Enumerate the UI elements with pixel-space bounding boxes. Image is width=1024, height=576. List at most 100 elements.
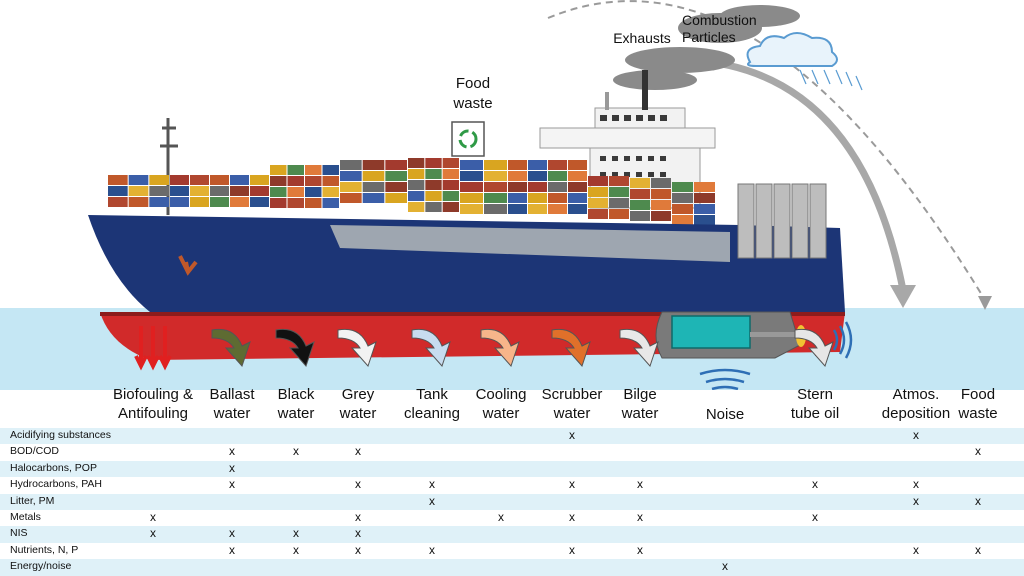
container: [508, 204, 527, 214]
matrix-mark-food: x: [975, 493, 981, 508]
container: [362, 182, 385, 192]
container: [230, 197, 249, 207]
container: [630, 200, 650, 210]
container: [484, 193, 507, 203]
container: [322, 176, 339, 186]
container: [609, 187, 629, 197]
engine-room: [655, 311, 801, 359]
container: [508, 182, 527, 192]
container: [270, 176, 287, 186]
black-pathway-label: Black water: [277, 386, 315, 422]
matrix-mark-ballast: x: [229, 477, 235, 492]
scrubber-pathway-label: Scrubber water: [541, 386, 603, 422]
container: [425, 191, 442, 201]
container: [128, 175, 149, 185]
container: [609, 176, 629, 186]
rain-cloud-icon: [746, 32, 863, 91]
tank-arrow: [411, 328, 451, 367]
matrix-mark-bilge: x: [637, 542, 643, 557]
container: [385, 193, 407, 203]
container: [149, 197, 169, 207]
container: [694, 182, 715, 192]
container: [460, 182, 483, 192]
container: [568, 193, 587, 203]
combustion-particles-label: Combustion Particles: [682, 12, 757, 45]
container: [322, 187, 339, 197]
stern-arrow: [794, 328, 834, 367]
container: [340, 193, 362, 203]
container: [568, 171, 587, 181]
stern-noise-waves: [832, 321, 853, 359]
matrix-mark-stern: x: [812, 477, 818, 492]
container: [651, 200, 671, 210]
container: [630, 211, 650, 221]
grey-arrow: [337, 328, 377, 367]
matrix-mark-ballast: x: [229, 460, 235, 475]
matrix-mark-grey: x: [355, 526, 361, 541]
matrix-mark-ballast: x: [229, 526, 235, 541]
container: [190, 186, 209, 196]
ship-illustration: [0, 0, 1024, 390]
container: [508, 171, 527, 181]
container: [528, 193, 547, 203]
matrix-row-label: Energy/noise: [10, 560, 72, 573]
container: [588, 187, 608, 197]
container: [651, 189, 671, 199]
container: [190, 197, 209, 207]
container: [442, 202, 459, 212]
ballast-arrow: [211, 328, 251, 367]
container: [651, 211, 671, 221]
container: [508, 160, 527, 170]
container: [672, 215, 693, 225]
container: [442, 180, 459, 190]
noise-pathway-label: Noise: [705, 406, 745, 423]
container: [548, 193, 567, 203]
container: [460, 171, 483, 181]
container: [305, 187, 322, 197]
container: [362, 171, 385, 181]
matrix-mark-grey: x: [355, 444, 361, 459]
container: [340, 160, 362, 170]
anchor-icon: [178, 255, 198, 276]
container: [528, 182, 547, 192]
container: [651, 178, 671, 188]
container: [672, 182, 693, 192]
matrix-mark-bilge: x: [637, 477, 643, 492]
container: [270, 187, 287, 197]
container: [149, 175, 169, 185]
container: [287, 198, 304, 208]
black-arrow: [275, 328, 315, 367]
container: [128, 186, 149, 196]
grey-pathway-label: Grey water: [339, 386, 377, 422]
container: [630, 189, 650, 199]
container: [408, 202, 425, 212]
food-pathway-label: Food waste: [958, 386, 998, 422]
matrix-mark-atmos: x: [913, 493, 919, 508]
container: [340, 182, 362, 192]
container: [408, 180, 425, 190]
container: [588, 209, 608, 219]
pathway-arrows: [134, 326, 834, 371]
container: [190, 175, 209, 185]
scrubber-arrow: [551, 328, 591, 367]
matrix-mark-atmos: x: [913, 477, 919, 492]
matrix-mark-atmos: x: [913, 542, 919, 557]
atmospheric-deposition-arc: [689, 56, 907, 291]
biofouling-pathway-label: Biofouling & Antifouling: [112, 386, 194, 422]
stern-pathway-label: Stern tube oil: [790, 386, 840, 422]
container: [484, 182, 507, 192]
matrix-mark-food: x: [975, 444, 981, 459]
food-waste-dashed-arc: [547, 0, 986, 301]
container: [362, 193, 385, 203]
container: [609, 198, 629, 208]
matrix-row-label: Nutrients, N, P: [10, 543, 79, 556]
container: [508, 193, 527, 203]
matrix-mark-bilge: x: [637, 510, 643, 524]
container: [340, 171, 362, 181]
matrix-mark-grey: x: [355, 542, 361, 557]
matrix-mark-stern: x: [812, 510, 818, 524]
